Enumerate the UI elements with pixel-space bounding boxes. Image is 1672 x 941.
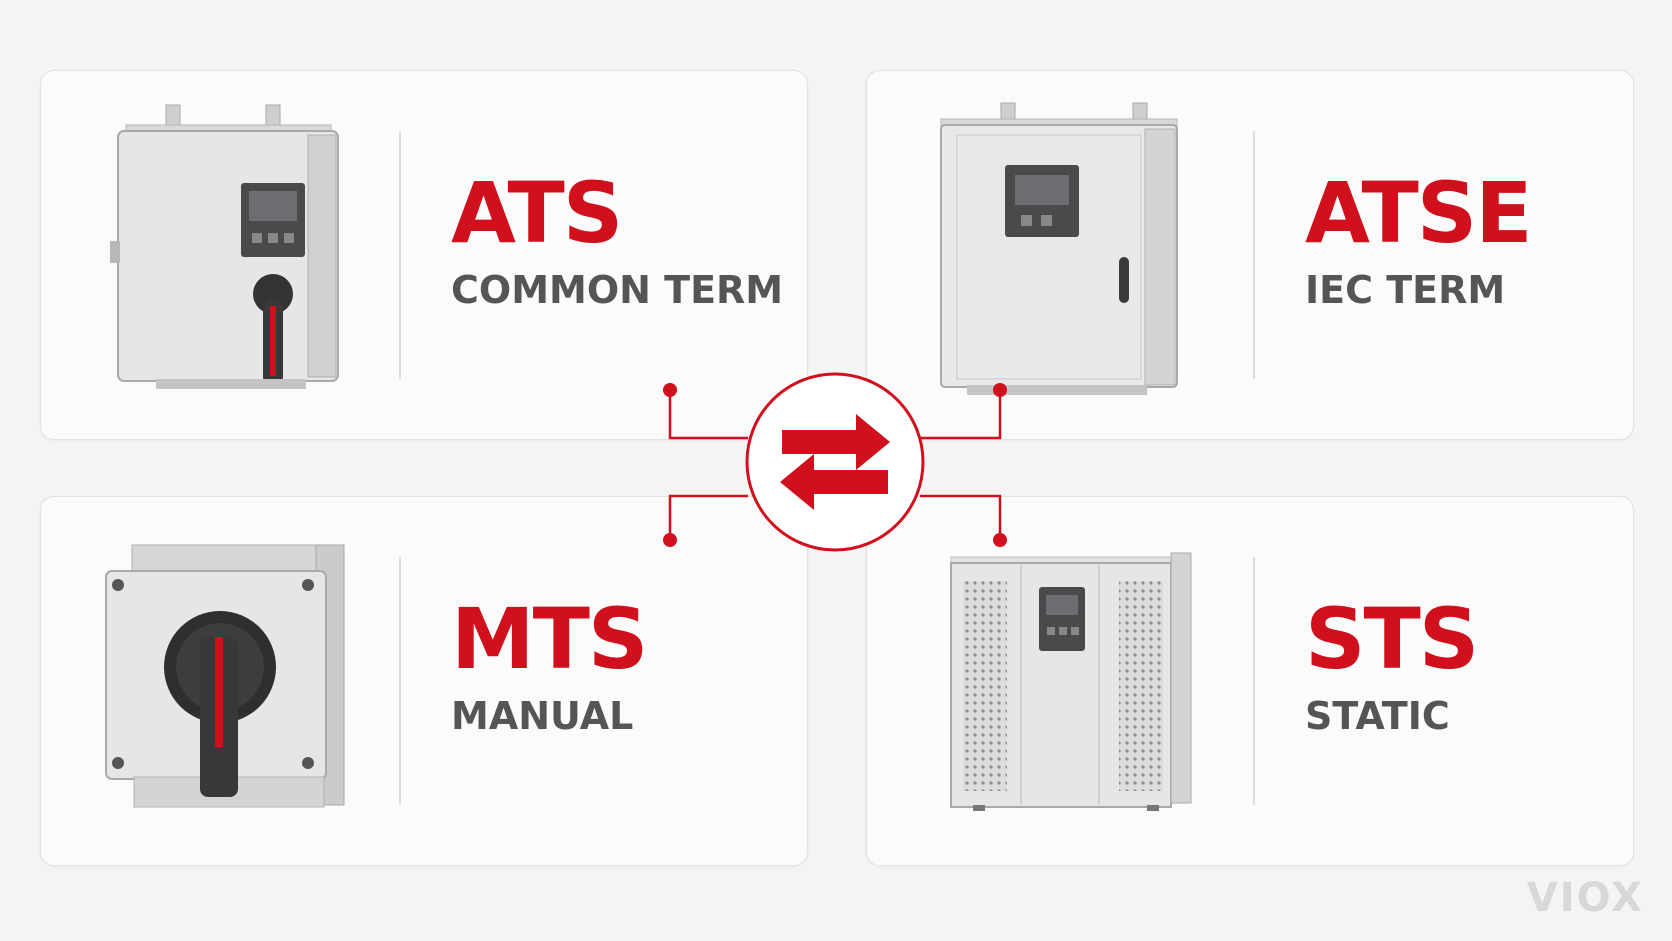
sts-code: STS — [1305, 590, 1479, 688]
transfer-circle — [745, 372, 925, 552]
mts-switch-image — [105, 544, 345, 808]
panel-ats: ATS COMMON TERM — [40, 70, 808, 440]
connector-dot-bottom-right — [993, 533, 1007, 547]
atse-subtitle: IEC TERM — [1305, 268, 1506, 312]
connector-lines — [668, 390, 1002, 540]
connector-dot-bottom-left — [663, 533, 677, 547]
atse-cabinet-image — [940, 102, 1178, 395]
ats-code: ATS — [451, 164, 623, 262]
connector-dot-top-right — [993, 383, 1007, 397]
sts-cabinet-image — [950, 552, 1192, 811]
transfer-arrows-icon — [780, 414, 890, 510]
mts-subtitle: MANUAL — [451, 694, 634, 738]
ats-subtitle: COMMON TERM — [451, 268, 784, 312]
ats-enclosure-image — [110, 104, 339, 389]
brand-logo: VIOX — [1526, 875, 1644, 921]
mts-code: MTS — [451, 590, 648, 688]
atse-code: ATSE — [1305, 164, 1533, 262]
panel-sts: STS STATIC — [866, 496, 1634, 866]
panel-atse: ATSE IEC TERM — [866, 70, 1634, 440]
sts-subtitle: STATIC — [1305, 694, 1450, 738]
connector-dot-top-left — [663, 383, 677, 397]
panel-mts: MTS MANUAL — [40, 496, 808, 866]
